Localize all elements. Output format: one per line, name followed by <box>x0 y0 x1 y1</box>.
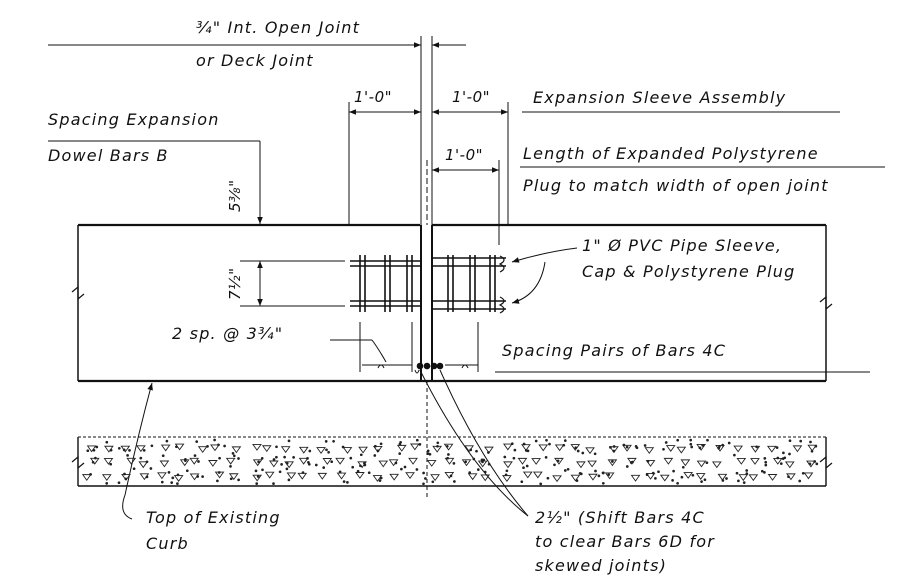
dim-1ft-right: 1'-0" <box>452 88 491 106</box>
label-sleeve-assembly: Expansion Sleeve Assembly <box>533 88 787 107</box>
slab-outline <box>71 223 833 383</box>
label-spacing-expansion-1: Spacing Expansion <box>48 110 220 129</box>
dim-1ft-left: 1'-0" <box>354 88 393 106</box>
label-pvc-2: Cap & Polystyrene Plug <box>582 262 796 281</box>
label-pvc-1: 1" Ø PVC Pipe Sleeve, <box>582 236 783 255</box>
dim-7-1-2: 7½" <box>226 267 244 300</box>
sleeve-assembly <box>350 255 506 314</box>
dim-1ft-lower: 1'-0" <box>445 146 484 164</box>
label-spacing-pairs: Spacing Pairs of Bars 4C <box>502 341 727 360</box>
label-two-spaces: 2 sp. @ 3¾" <box>172 324 284 343</box>
label-shift-2: to clear Bars 6D for <box>535 532 716 551</box>
label-top-existing-2: Curb <box>146 534 189 553</box>
existing-curb-hatch <box>71 436 833 487</box>
label-open-joint-1: ¾" Int. Open Joint <box>196 18 361 37</box>
label-shift-1: 2½" (Shift Bars 4C <box>535 508 705 527</box>
label-spacing-expansion-2: Dowel Bars B <box>48 146 169 165</box>
open-joint <box>420 36 433 500</box>
label-open-joint-2: or Deck Joint <box>196 51 314 70</box>
label-shift-3: skewed joints) <box>535 556 668 575</box>
label-polystyrene-1: Length of Expanded Polystyrene <box>523 144 819 163</box>
label-top-existing-1: Top of Existing <box>146 508 281 527</box>
label-polystyrene-2: Plug to match width of open joint <box>523 176 829 195</box>
dim-5-3-8: 5⅜" <box>226 179 244 212</box>
